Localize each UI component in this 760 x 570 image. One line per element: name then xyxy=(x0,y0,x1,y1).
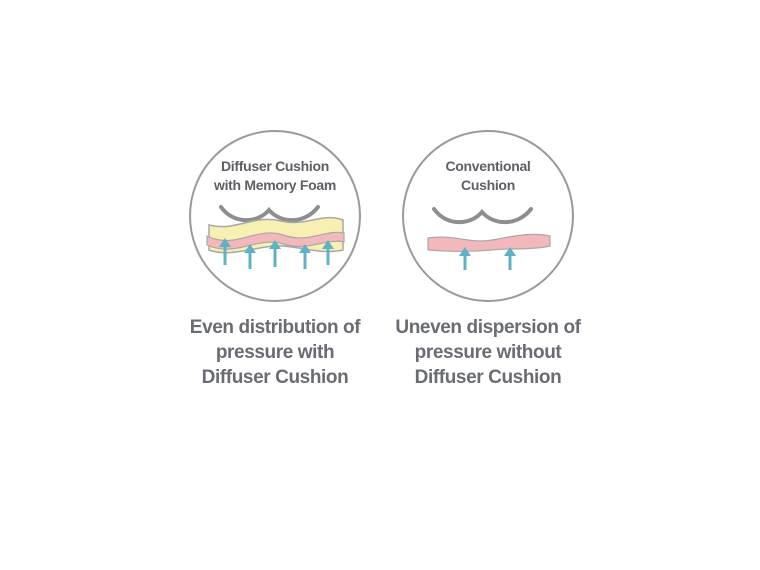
conventional-cushion-drawing xyxy=(427,207,551,270)
pressure-arrow xyxy=(299,244,311,269)
pressure-arrow xyxy=(322,240,334,265)
pressure-arrows xyxy=(459,247,516,270)
conventional-cushion-panel: Conventional Cushion Uneven dispersion o… xyxy=(368,130,608,390)
diffuser-cushion-drawing xyxy=(206,205,345,269)
diffuser-cushion-label: Diffuser Cushion with Memory Foam xyxy=(214,158,336,193)
diffuser-cushion-illustration: Diffuser Cushion with Memory Foam xyxy=(189,130,361,302)
conventional-cushion-label: Conventional Cushion xyxy=(445,158,531,193)
body-pressure-curve xyxy=(432,207,533,225)
diffuser-cushion-wave xyxy=(206,231,345,250)
diffuser-cushion-panel: Diffuser Cushion with Memory Foam Even d… xyxy=(155,130,395,390)
diffuser-cushion-caption: Even distribution of pressure with Diffu… xyxy=(189,317,361,388)
pressure-arrow xyxy=(269,240,281,267)
conventional-cushion-illustration: Conventional Cushion xyxy=(402,130,574,302)
pressure-arrow xyxy=(244,244,256,269)
pressure-arrow xyxy=(459,247,471,270)
conventional-cushion-caption: Uneven dispersion of pressure without Di… xyxy=(395,317,581,388)
pressure-arrow xyxy=(504,247,516,270)
pressure-arrows xyxy=(219,238,334,269)
conventional-cushion-pad xyxy=(427,233,551,253)
body-pressure-curve xyxy=(219,205,320,223)
pressure-arrow xyxy=(219,238,231,265)
